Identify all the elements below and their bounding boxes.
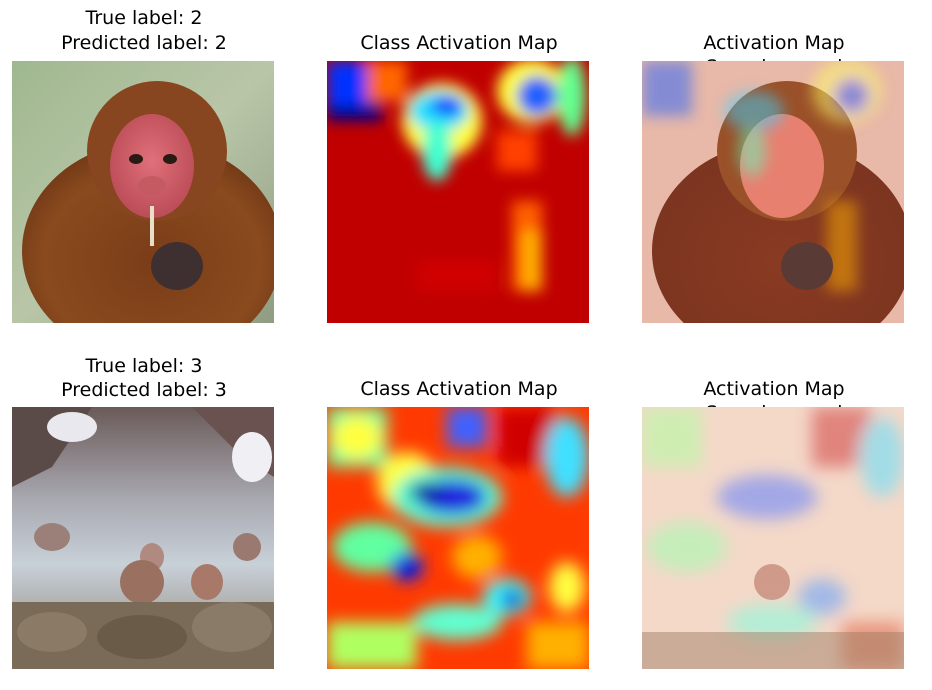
panel-title: Class Activation Map	[360, 32, 558, 54]
panel-row2-original: True label: 3 Predicted label: 3	[12, 346, 276, 676]
panel-title: Class Activation Map	[360, 378, 558, 400]
panel-row1-cam: Class Activation Map	[327, 0, 591, 330]
snow-monkeys-photo	[12, 407, 274, 669]
panel-title-line2: Predicted label: 3	[61, 379, 227, 401]
snow-monkeys-graphic	[12, 407, 274, 669]
class-activation-map	[327, 61, 589, 323]
panel-row2-cam: Class Activation Map	[327, 346, 591, 676]
panel-title-line1: True label: 2	[85, 7, 203, 29]
overlay-graphic	[642, 61, 904, 323]
panel-row1-overlay: Activation Map Superimposed	[642, 0, 906, 330]
class-activation-map	[327, 407, 589, 669]
overlay-graphic	[642, 407, 904, 669]
panel-title-line1: True label: 3	[85, 355, 203, 377]
panel-row2-overlay: Activation Map Superimposed	[642, 346, 906, 676]
activation-overlay	[642, 61, 904, 323]
panel-row1-original: True label: 2 Predicted label: 2	[12, 0, 276, 330]
activation-overlay	[642, 407, 904, 669]
heatmap-graphic	[327, 61, 589, 323]
monkey-photo	[12, 61, 274, 323]
panel-title-line2: Predicted label: 2	[61, 32, 227, 54]
monkey-photo-graphic	[12, 61, 274, 323]
heatmap-graphic	[327, 407, 589, 669]
